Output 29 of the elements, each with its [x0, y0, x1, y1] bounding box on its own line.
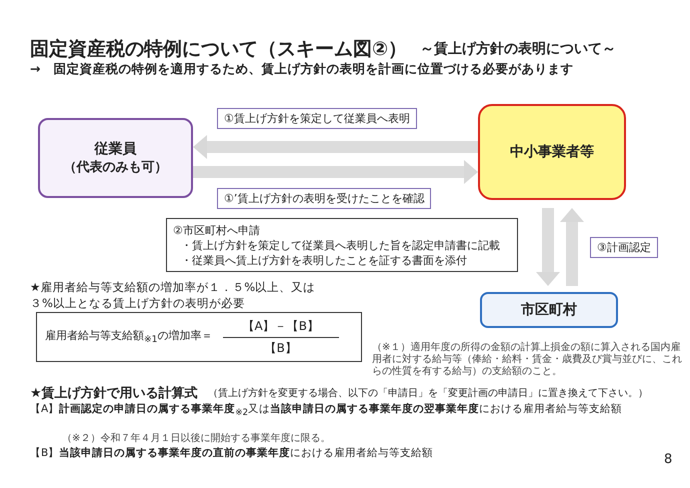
subtitle: ～賃上げ方針の表明について～ [420, 40, 616, 58]
node-text: 市区町村 [521, 301, 577, 319]
box-heading: ②市区町村へ申請 [173, 222, 260, 238]
node-text: 中小事業者等 [510, 143, 594, 161]
section-heading: ★賃上げ方針で用いる計算式 [30, 384, 198, 402]
footnote: （※１）適用年度の所得の金額の計算上損金の額に算入される国内雇用者に対する給与等（俸給・給料・賃金・歳費及び賞与並びに、これらの性質を有する給与）の支給額のこと。 [372, 342, 683, 378]
person-box [38, 118, 193, 198]
summary-text: → 固定資産税の特例を適用するため、賃上げ方針の表明を計画に位置づける必要があります [30, 61, 574, 78]
definition-text: 【B】当該申請日の属する事業年度の直前の事業年度における雇用者給与等支給額 [30, 446, 434, 460]
node-text: 従業員 [94, 140, 136, 158]
edge-label: ③計画認定 [590, 237, 658, 258]
note-text: （賃上げ方針を変更する場合、以下の「申請日」を「変更計画の申請日」に置き換えて下さい。） [208, 386, 648, 400]
business-box [478, 104, 626, 200]
formula-box [36, 312, 362, 362]
bullet-text: ・従業員へ賃上げ方針を表明したことを証する書面を添付 [180, 252, 467, 268]
edge-label: ①’賃上げ方針の表明を受けたことを確認 [217, 188, 432, 209]
title: 固定資産税の特例について（スキーム図②） [30, 37, 408, 62]
footnote: （※２）令和７年４月１日以後に開始する事業年度に限る。 [62, 432, 330, 445]
page-number: 8 [664, 452, 672, 467]
node-text: （代表のみも可） [64, 159, 168, 176]
definition-text: 【A】計画認定の申請日の属する事業年度$_{※2}$又は当該申請日の属する事業年度の翌事業年度における雇用者給与等支給額 [30, 402, 624, 420]
requirement-note: ★雇用者給与等支給額の増加率が１．５%以上、又は３%以上となる賃上げ方針の表明が必要 [30, 279, 316, 311]
bullet-text: ・賃上げ方針を策定して従業員へ表明した旨を認定申請書に記載 [180, 238, 500, 252]
application-box [166, 218, 518, 272]
denominator: 【B】 [264, 340, 298, 356]
edge-label: ①賃上げ方針を策定して従業員へ表明 [217, 108, 417, 129]
municipality-box [480, 292, 618, 328]
formula-label: 雇用者給与等支給額$_{※1}$の増加率＝ [45, 328, 212, 346]
numerator: 【A】－【B】 [222, 316, 339, 338]
